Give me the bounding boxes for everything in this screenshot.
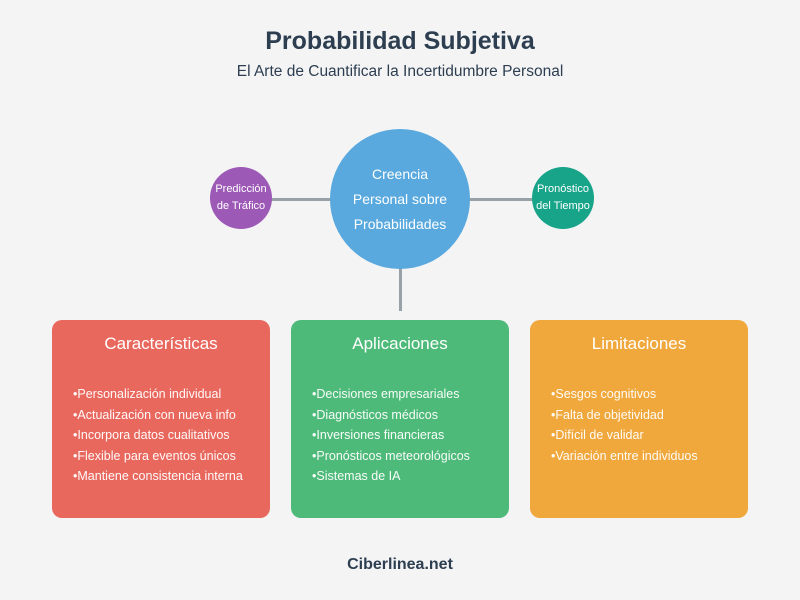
node-weather-forecast: Pronóstico del Tiempo (532, 167, 594, 229)
list-item: Flexible para eventos únicos (73, 446, 258, 467)
node-weather-line-2: del Tiempo (536, 200, 590, 212)
footer-brand: Ciberlinea.net (347, 556, 453, 573)
card-aplicaciones-list: Decisiones empresariales Diagnósticos mé… (291, 384, 509, 487)
list-item: Sistemas de IA (312, 466, 497, 487)
node-traffic-line-2: de Tráfico (216, 200, 266, 212)
node-traffic-line-1: Predicción (215, 183, 267, 195)
node-central-line-2: Personal sobre (352, 190, 448, 207)
node-weather-line-1: Pronóstico (537, 183, 589, 195)
connector-line-right (462, 198, 542, 201)
connector-line-down (399, 267, 402, 311)
card-aplicaciones-title: Aplicaciones (352, 334, 448, 353)
list-item: Personalización individual (73, 384, 258, 405)
page-title: Probabilidad Subjetiva (265, 27, 535, 55)
card-aplicaciones: Aplicaciones Decisiones empresariales Di… (291, 320, 509, 518)
card-limitaciones-list: Sesgos cognitivos Falta de objetividad D… (530, 384, 748, 466)
list-item: Pronósticos meteorológicos (312, 446, 497, 467)
list-item: Difícil de validar (551, 425, 736, 446)
node-central-belief: Creencia Personal sobre Probabilidades (330, 129, 470, 269)
list-item: Mantiene consistencia interna (73, 466, 258, 487)
list-item: Sesgos cognitivos (551, 384, 736, 405)
page-subtitle: El Arte de Cuantificar la Incertidumbre … (236, 63, 564, 80)
list-item: Diagnósticos médicos (312, 405, 497, 426)
card-limitaciones: Limitaciones Sesgos cognitivos Falta de … (530, 320, 748, 518)
card-limitaciones-title: Limitaciones (591, 334, 687, 353)
node-central-line-1: Creencia (371, 165, 429, 182)
list-item: Actualización con nueva info (73, 405, 258, 426)
list-item: Decisiones empresariales (312, 384, 497, 405)
list-item: Incorpora datos cualitativos (73, 425, 258, 446)
card-caracteristicas-list: Personalización individual Actualización… (52, 384, 270, 487)
list-item: Inversiones financieras (312, 425, 497, 446)
node-central-line-3: Probabilidades (353, 215, 447, 232)
card-caracteristicas: Características Personalización individu… (52, 320, 270, 518)
card-caracteristicas-title: Características (104, 334, 218, 353)
list-item: Falta de objetividad (551, 405, 736, 426)
node-traffic-prediction: Predicción de Tráfico (210, 167, 272, 229)
list-item: Variación entre individuos (551, 446, 736, 467)
connector-line-left (258, 198, 338, 201)
